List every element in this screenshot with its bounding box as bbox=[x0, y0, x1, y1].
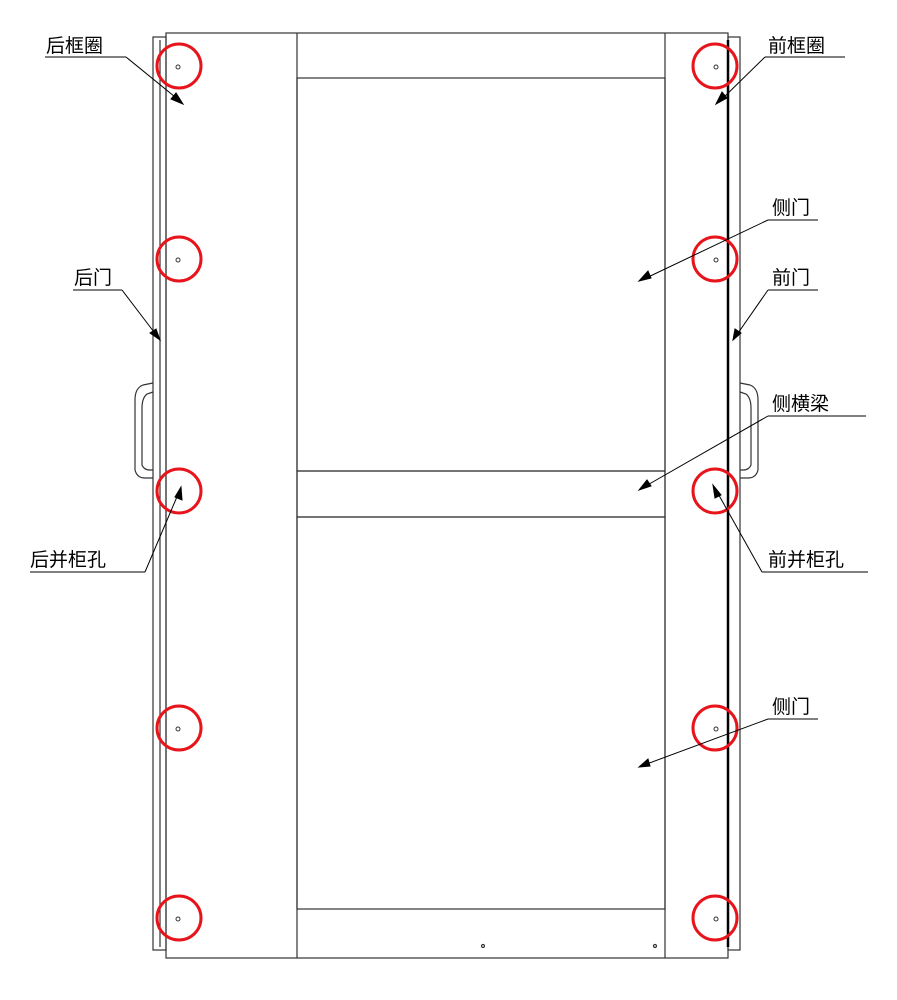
hole-rear-1 bbox=[155, 42, 203, 90]
hole-front-2 bbox=[691, 235, 739, 283]
hole-front-4 bbox=[691, 704, 739, 752]
hole-rear-4 bbox=[155, 704, 203, 752]
leader-rear-frame-ring bbox=[45, 56, 185, 106]
label-rear-door: 后门 bbox=[74, 267, 112, 289]
label-front-joining-hole: 前并柜孔 bbox=[768, 549, 844, 571]
label-rear-joining-hole: 后并柜孔 bbox=[30, 549, 106, 571]
bottom-hole bbox=[480, 943, 486, 949]
side-frame-outline bbox=[165, 32, 729, 959]
label-rear-frame-ring: 后框圈 bbox=[46, 35, 103, 57]
rear-door-handle bbox=[134, 382, 154, 479]
side-door-upper-panel bbox=[296, 77, 666, 472]
bottom-hole bbox=[652, 943, 658, 949]
leader-side-door-lower bbox=[637, 718, 818, 768]
label-side-door-lower: 侧门 bbox=[772, 696, 810, 718]
hole-front-5 bbox=[691, 894, 739, 942]
hole-front-3 bbox=[691, 467, 739, 515]
leader-front-joining-hole bbox=[712, 483, 868, 573]
leader-front-door bbox=[732, 289, 818, 342]
front-door-handle bbox=[739, 382, 759, 479]
label-side-door-upper: 侧门 bbox=[772, 197, 810, 219]
leader-rear-door bbox=[73, 289, 162, 342]
hole-rear-3 bbox=[155, 467, 203, 515]
labels: 后框圈 前框圈 侧门 后门 前门 侧横梁 后并柜孔 前并柜孔 侧门 bbox=[30, 35, 844, 718]
cabinet-structure bbox=[134, 32, 759, 959]
hole-front-1 bbox=[691, 42, 739, 90]
side-door-lower-panel bbox=[296, 516, 666, 910]
leader-lines bbox=[30, 56, 868, 768]
side-crossbeam-panel bbox=[296, 470, 666, 518]
front-door-handle-inner bbox=[739, 391, 752, 471]
leader-front-frame-ring bbox=[714, 56, 845, 106]
label-front-door: 前门 bbox=[772, 267, 810, 289]
hole-rear-5 bbox=[155, 894, 203, 942]
hole-rear-2 bbox=[155, 235, 203, 283]
label-side-crossbeam: 侧横梁 bbox=[772, 393, 829, 415]
leader-side-door-upper bbox=[637, 219, 818, 282]
label-front-frame-ring: 前框圈 bbox=[768, 35, 825, 57]
highlighted-holes bbox=[155, 42, 739, 942]
leader-side-crossbeam bbox=[637, 415, 866, 492]
rear-door-handle-inner bbox=[141, 391, 154, 471]
leader-rear-joining-hole bbox=[30, 485, 183, 573]
